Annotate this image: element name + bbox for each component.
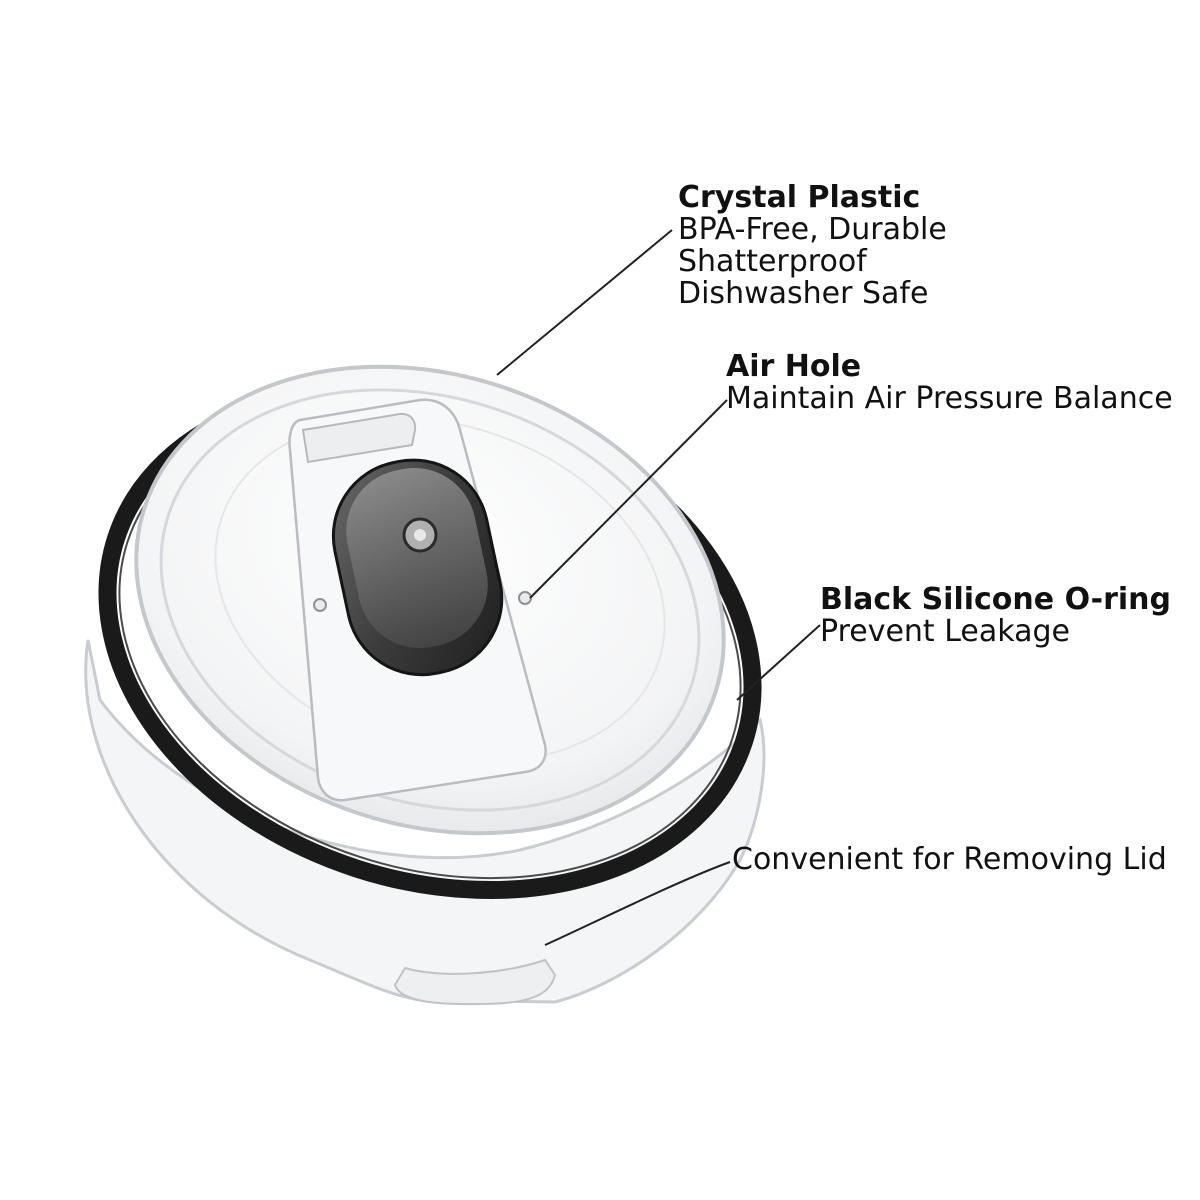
callout-air-hole: Air Hole Maintain Air Pressure Balance xyxy=(726,352,1173,414)
air-hole-left xyxy=(313,598,327,612)
leader-line-oring xyxy=(736,624,821,701)
leader-line-crystal xyxy=(496,229,673,376)
leader-line-airhole xyxy=(529,399,728,599)
callout-removing-lid: Convenient for Removing Lid xyxy=(732,843,1167,875)
callout-title: Air Hole xyxy=(726,349,862,384)
leader-line-removing xyxy=(544,861,731,946)
callout-line: Prevent Leakage xyxy=(820,614,1070,649)
callout-line: Convenient for Removing Lid xyxy=(732,842,1167,877)
slider-knob xyxy=(331,458,504,677)
callout-title: Black Silicone O-ring xyxy=(820,582,1171,617)
callout-title: Crystal Plastic xyxy=(678,180,921,215)
callout-o-ring: Black Silicone O-ring Prevent Leakage xyxy=(820,585,1171,647)
callout-line: Maintain Air Pressure Balance xyxy=(726,381,1173,416)
callout-line: Dishwasher Safe xyxy=(678,276,929,311)
lid-base xyxy=(84,639,766,1006)
removal-tab xyxy=(393,958,557,1006)
leader-lines xyxy=(496,229,821,946)
callout-crystal-plastic: Crystal Plastic BPA-Free, Durable Shatte… xyxy=(678,183,947,309)
air-hole-right xyxy=(518,591,532,605)
callout-line: Shatterproof xyxy=(678,244,867,279)
callout-line: BPA-Free, Durable xyxy=(678,212,947,247)
